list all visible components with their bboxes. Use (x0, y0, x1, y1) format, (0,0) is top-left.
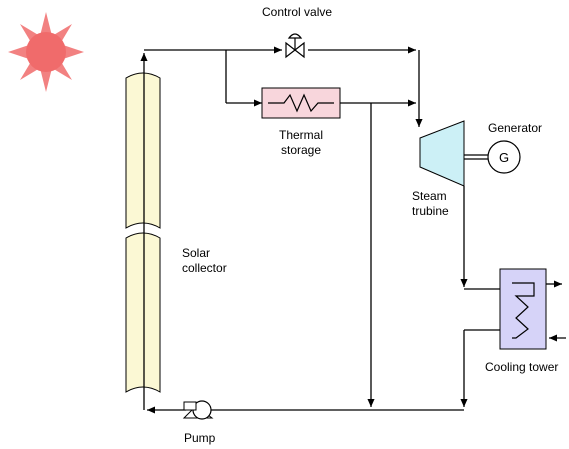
generator: G (487, 140, 521, 174)
generator-symbol: G (499, 150, 509, 165)
solar-collector-label-line1: Solar (182, 246, 210, 260)
steam-turbine (419, 120, 465, 187)
pump-label: Pump (184, 431, 216, 445)
steam-turbine-label-line1: Steam (412, 189, 447, 203)
thermal-storage (261, 87, 341, 119)
thermal-storage-label-line2: storage (281, 143, 321, 157)
piping (140, 46, 566, 414)
sun-icon (8, 12, 84, 92)
control-valve-icon (285, 33, 305, 59)
cooling-tower-label: Cooling tower (485, 360, 558, 374)
solar-collector (125, 72, 161, 393)
cooling-tower (499, 268, 547, 350)
control-valve-label: Control valve (262, 5, 332, 19)
generator-label: Generator (488, 121, 542, 135)
solar-collector-label-line2: collector (182, 261, 227, 275)
thermal-storage-label-line1: Thermal (279, 128, 323, 142)
pump-icon (182, 400, 214, 420)
steam-turbine-label-line2: trubine (412, 204, 449, 218)
